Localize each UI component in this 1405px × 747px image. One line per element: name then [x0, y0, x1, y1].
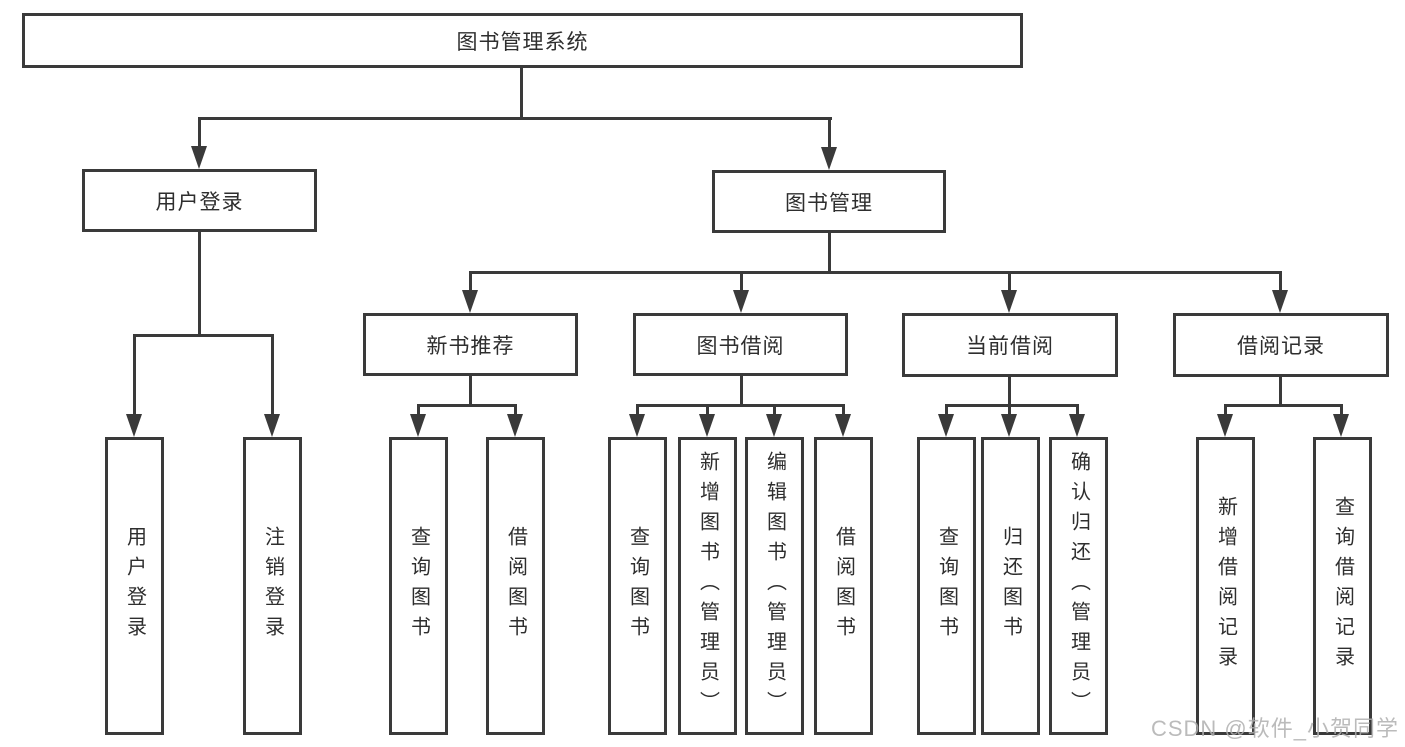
connector-line — [469, 271, 1282, 274]
leaf-label: 新增图书（管理员） — [696, 451, 719, 721]
node-book-borrowing: 图书借阅 — [633, 313, 848, 376]
arrowhead — [191, 146, 207, 169]
arrowhead — [1217, 414, 1233, 437]
connector-line — [1340, 404, 1343, 418]
arrowhead — [766, 414, 782, 437]
connector-line — [198, 117, 201, 149]
leaf-borrow-books: 借阅图书 — [814, 437, 873, 735]
leaf-label: 查询借阅记录 — [1331, 496, 1354, 676]
arrowhead — [410, 414, 426, 437]
arrowhead — [1272, 290, 1288, 313]
leaf-edit-books-admin: 编辑图书（管理员） — [745, 437, 804, 735]
connector-line — [945, 404, 948, 418]
arrowhead — [733, 290, 749, 313]
leaf-query-books-recommend: 查询图书 — [389, 437, 448, 735]
connector-line — [198, 117, 832, 120]
node-borrowing-records: 借阅记录 — [1173, 313, 1389, 377]
leaf-return-books: 归还图书 — [981, 437, 1040, 735]
connector-line — [417, 404, 420, 418]
connector-line — [469, 271, 472, 292]
arrowhead — [1333, 414, 1349, 437]
leaf-label: 查询图书 — [935, 526, 958, 646]
arrowhead — [938, 414, 954, 437]
leaf-borrow-books-recommend: 借阅图书 — [486, 437, 545, 735]
arrowhead — [835, 414, 851, 437]
connector-line — [514, 404, 517, 418]
arrowhead — [507, 414, 523, 437]
leaf-label: 查询图书 — [626, 526, 649, 646]
leaf-label: 借阅图书 — [504, 526, 527, 646]
arrowhead — [629, 414, 645, 437]
connector-line — [1076, 404, 1079, 418]
node-label: 用户登录 — [155, 190, 244, 214]
connector-line — [828, 117, 831, 150]
node-label: 新书推荐 — [426, 334, 515, 358]
connector-line — [773, 404, 776, 418]
leaf-confirm-return-admin: 确认归还（管理员） — [1049, 437, 1108, 735]
connector-line — [198, 232, 201, 337]
node-label: 借阅记录 — [1237, 335, 1325, 358]
connector-line — [740, 376, 743, 407]
leaf-add-books-admin: 新增图书（管理员） — [678, 437, 737, 735]
connector-line — [271, 334, 274, 418]
connector-line — [636, 404, 639, 418]
connector-line — [945, 404, 1079, 407]
connector-line — [740, 271, 743, 292]
node-label: 图书管理 — [785, 191, 873, 215]
leaf-label: 借阅图书 — [832, 526, 855, 646]
arrowhead — [1001, 290, 1017, 313]
leaf-label: 编辑图书（管理员） — [763, 451, 786, 721]
connector-line — [842, 404, 845, 418]
node-book-management: 图书管理 — [712, 170, 946, 233]
leaf-user-login: 用户登录 — [105, 437, 164, 735]
arrowhead — [264, 414, 280, 437]
connector-line — [417, 404, 517, 407]
arrowhead — [126, 414, 142, 437]
leaf-label: 新增借阅记录 — [1214, 496, 1237, 676]
connector-line — [1279, 377, 1282, 407]
connector-line — [706, 404, 709, 418]
node-label: 图书借阅 — [696, 334, 785, 358]
leaf-query-books-current: 查询图书 — [917, 437, 976, 735]
node-label: 当前借阅 — [966, 335, 1054, 358]
leaf-add-borrow-record: 新增借阅记录 — [1196, 437, 1255, 735]
connector-line — [1008, 404, 1011, 418]
leaf-label: 归还图书 — [999, 526, 1022, 646]
arrowhead — [1001, 414, 1017, 437]
connector-line — [636, 404, 845, 407]
leaf-label: 确认归还（管理员） — [1067, 451, 1090, 721]
arrowhead — [462, 290, 478, 313]
node-new-book-recommendation: 新书推荐 — [363, 313, 578, 376]
arrowhead — [1069, 414, 1085, 437]
connector-line — [520, 68, 523, 120]
leaf-query-borrow-record: 查询借阅记录 — [1313, 437, 1372, 735]
connector-line — [469, 376, 472, 407]
connector-line — [133, 334, 136, 418]
connector-line — [828, 233, 831, 274]
leaf-label: 用户登录 — [123, 526, 146, 646]
connector-line — [1279, 271, 1282, 292]
leaf-label: 注销登录 — [261, 526, 284, 646]
connector-line — [1224, 404, 1227, 418]
arrowhead — [821, 147, 837, 170]
connector-line — [133, 334, 274, 337]
leaf-query-books-borrowing: 查询图书 — [608, 437, 667, 735]
node-label: 图书管理系统 — [456, 30, 589, 54]
arrowhead — [699, 414, 715, 437]
connector-line — [1008, 377, 1011, 407]
node-current-borrowing: 当前借阅 — [902, 313, 1118, 377]
leaf-logout: 注销登录 — [243, 437, 302, 735]
leaf-label: 查询图书 — [407, 526, 430, 646]
connector-line — [1224, 404, 1343, 407]
node-root-library-system: 图书管理系统 — [22, 13, 1023, 68]
node-user-login: 用户登录 — [82, 169, 317, 232]
connector-line — [1008, 271, 1011, 292]
